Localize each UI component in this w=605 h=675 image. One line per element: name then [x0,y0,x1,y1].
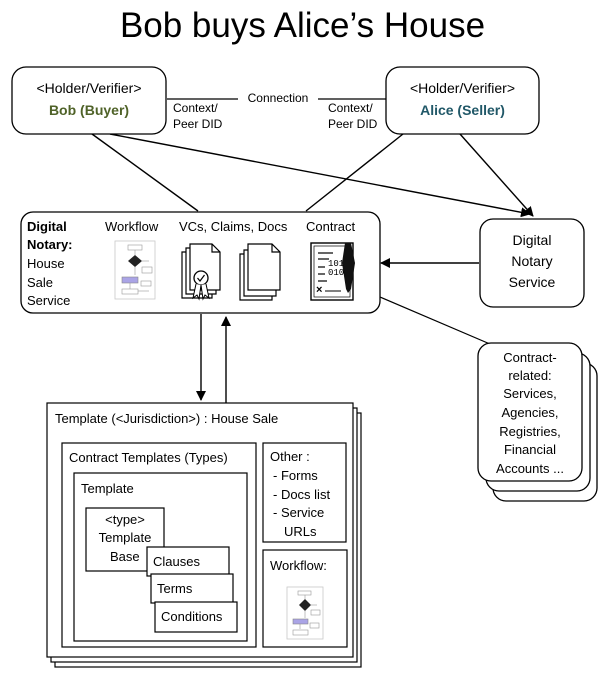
bob-box [11,66,167,135]
alice-to-notary-line [305,133,404,212]
notary-title-line-2: Notary: [27,237,73,252]
workflow-icon [114,240,156,300]
contract-related-line-7: Accounts ... [496,461,564,476]
contract-icon-x: × [316,284,323,296]
notary-contract-label: Contract [306,219,356,234]
template-base-label-2: Base [110,549,140,564]
contract-related-box [477,342,583,482]
template-workflow-label: Workflow: [270,558,327,573]
notary-sub-line-2: Sale [27,275,54,290]
bob-to-notary-service-arrow [109,133,531,218]
bob-role: <Holder/Verifier> [36,80,142,96]
notary-service-line-3: Service [508,274,556,290]
alice-peer-did-label: Peer DID [328,117,378,131]
certificate-docs-icon [181,243,221,301]
notary-service-line-1: Digital [512,232,552,248]
contract-related-line-6: Financial [503,442,557,457]
notary-sub-line-3: Service [27,293,71,308]
bob-peer-did-label: Peer DID [173,117,223,131]
notary-service-box [479,218,585,308]
template-base-label-1: Template [98,530,152,545]
bob-to-notary-line [91,133,199,212]
alice-role: <Holder/Verifier> [409,80,516,96]
alice-to-notary-service-arrow [459,133,534,217]
contract-related-line-1: Contract- [503,350,557,365]
notary-vcs-label: VCs, Claims, Docs [179,219,288,234]
alice-name: Alice (Seller) [420,102,505,118]
contract-related-line-2: related: [508,368,552,383]
other-item-docs-list: - Docs list [273,487,331,502]
diagram-title: Bob buys Alice’s House [119,6,486,45]
contract-icon-text-2: 010 [328,268,345,278]
bob-name: Bob (Buyer) [48,102,130,118]
other-box [262,442,347,543]
notary-title-line-1: Digital [27,219,67,234]
notary-sub-line-1: House [27,256,65,271]
contract-related-line-4: Agencies, [501,405,559,420]
conditions-box [154,601,238,633]
notary-to-contract-related-line [379,296,498,348]
contract-templates-title: Contract Templates (Types) [69,450,228,465]
terms-box [150,573,234,604]
type-label: <type> [105,512,145,527]
other-item-service: - Service [273,505,325,520]
template-workflow-icon [286,586,324,640]
terms-label: Terms [157,581,193,596]
connection-label: Connection [238,91,318,106]
documents-icon [239,243,281,301]
bob-context-label: Context/ [173,101,218,115]
template-title: Template (<Jurisdiction>) : House Sale [55,411,279,426]
notary-workflow-label: Workflow [105,219,159,234]
contract-icon-text-1: 101 [328,259,345,269]
other-title: Other : [270,449,310,464]
contract-icon [310,242,355,301]
alice-box [385,66,540,135]
conditions-label: Conditions [161,609,223,624]
alice-context-label: Context/ [328,101,373,115]
other-item-urls: URLs [284,524,317,539]
notary-service-line-2: Notary [511,253,553,269]
contract-related-line-3: Services, [503,386,557,401]
clauses-label: Clauses [153,554,200,569]
contract-related-line-5: Registries, [499,424,561,439]
inner-template-label: Template [81,481,134,496]
other-item-forms: - Forms [273,468,318,483]
